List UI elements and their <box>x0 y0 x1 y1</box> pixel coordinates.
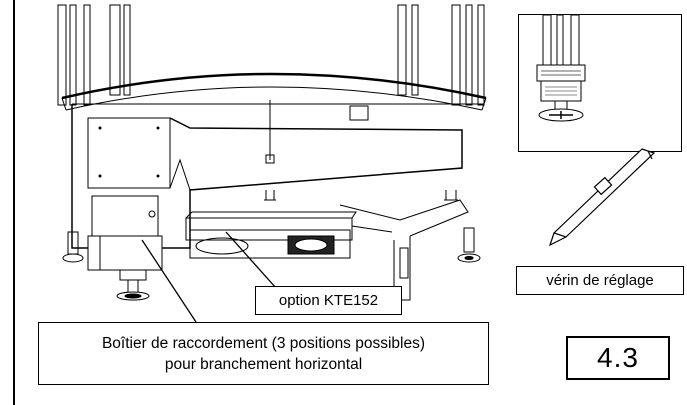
boitier-label-line1: Boîtier de raccordement (3 positions pos… <box>101 334 426 352</box>
boitier-label-line2: pour branchement horizontal <box>164 355 363 373</box>
kte152-module <box>185 211 393 259</box>
left-panel <box>87 117 171 189</box>
left-posts <box>57 4 131 106</box>
adjuster-tool <box>548 148 656 247</box>
right-posts <box>397 4 485 106</box>
machine-body <box>71 104 463 249</box>
leader-option <box>225 231 277 289</box>
boitier-label: Boîtier de raccordement (3 positions pos… <box>38 322 489 385</box>
option-label: option KTE152 <box>255 286 402 315</box>
connection-box <box>87 195 163 301</box>
right-foot <box>457 227 481 263</box>
verin-label: vérin de réglage <box>516 266 684 295</box>
left-foot <box>62 231 84 263</box>
curved-rail-inner <box>65 86 483 111</box>
curved-rail-outer <box>61 72 487 100</box>
detail-inset <box>518 14 682 152</box>
leader-boitier <box>141 239 197 323</box>
figure-reference: 4.3 <box>566 336 670 380</box>
